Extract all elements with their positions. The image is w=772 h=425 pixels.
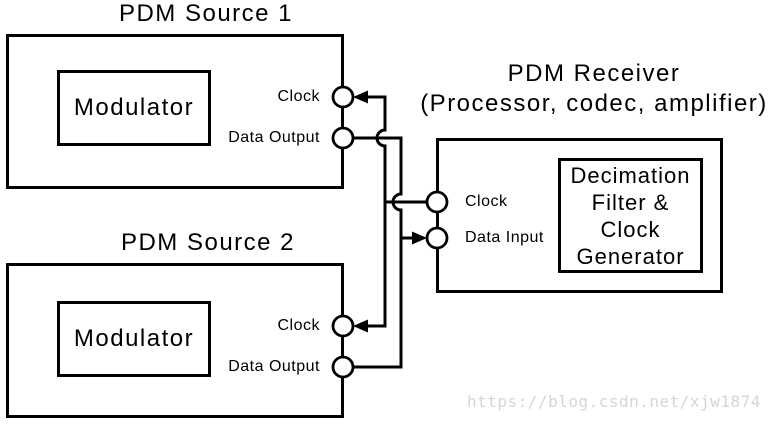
data-net-line	[353, 136, 414, 369]
source1-modulator-box: Modulator	[57, 70, 211, 146]
receiver-clock-label: Clock	[465, 193, 508, 210]
source1-data-output-label: Data Output	[228, 129, 320, 146]
source2-modulator-box	[57, 301, 211, 377]
source1-modulator-label: Modulator	[73, 94, 195, 121]
receiver-data-input-label: Data Input	[465, 229, 544, 246]
source2-data-output-label: Data Output	[228, 358, 320, 375]
source1-clock-label: Clock	[277, 88, 320, 105]
source1-title: PDM Source 1	[118, 0, 294, 27]
source2-clock-label: Clock	[277, 317, 320, 334]
source2-title: PDM Source 2	[120, 229, 296, 256]
source2-clock-arrowhead	[353, 319, 368, 333]
decimation-line-2: Filter &	[591, 189, 670, 215]
decimation-line-3: Clock	[600, 216, 661, 242]
source1-clock-arrowhead	[353, 90, 368, 104]
receiver-data-arrowhead	[412, 231, 427, 245]
decimation-line-1: Decimation	[570, 162, 691, 188]
clock-net-line	[368, 95, 427, 328]
source2-modulator-label: Modulator	[73, 325, 195, 352]
receiver-title: PDM Receiver	[507, 60, 681, 87]
decimation-filter-box: Decimation Filter & Clock Generator	[558, 158, 703, 273]
decimation-line-4: Generator	[576, 243, 685, 269]
receiver-title-block: PDM Receiver (Processor, codec, amplifie…	[414, 59, 772, 119]
watermark-text: https://blog.csdn.net/xjw1874	[467, 392, 761, 411]
receiver-subtitle: (Processor, codec, amplifier)	[420, 90, 768, 117]
source2-modulator-label-wrap: Modulator	[57, 301, 211, 377]
